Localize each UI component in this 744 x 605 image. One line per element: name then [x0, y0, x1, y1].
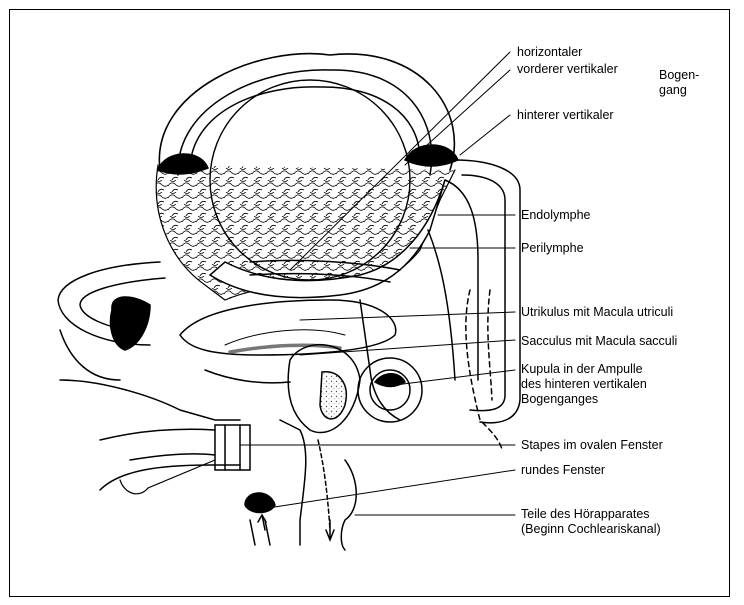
label-vorderer-vertikaler: vorderer vertikaler: [517, 62, 618, 76]
label-horizontaler: horizontaler: [517, 45, 582, 59]
label-kupula-3: Bogenganges: [521, 392, 598, 406]
label-hinterer-vertikaler: hinterer vertikaler: [517, 108, 614, 122]
label-kupula-1: Kupula in der Ampulle: [521, 362, 643, 376]
label-sacculus: Sacculus mit Macula sacculi: [521, 334, 677, 348]
label-bogengang-1: Bogen-: [659, 68, 699, 82]
label-kupula-2: des hinteren vertikalen: [521, 377, 647, 391]
label-teile-1: Teile des Hörapparates: [521, 507, 650, 521]
perilymph-walls: [156, 165, 455, 420]
saccule: [288, 345, 360, 433]
label-perilymphe: Perilymphe: [521, 241, 584, 255]
label-utrikulus: Utrikulus mit Macula utriculi: [521, 305, 673, 319]
label-teile-2: (Beginn Cochleariskanal): [521, 522, 661, 536]
ampulla-posterior-ring: [358, 358, 422, 422]
posterior-vertical-canal: [428, 160, 520, 450]
label-endolymphe: Endolymphe: [521, 208, 591, 222]
label-bogengang-2: gang: [659, 83, 687, 97]
ampulla-anterior: [158, 154, 208, 174]
label-stapes: Stapes im ovalen Fenster: [521, 438, 663, 452]
label-rundes-fenster: rundes Fenster: [521, 463, 605, 477]
cochlea-start: [245, 420, 356, 550]
